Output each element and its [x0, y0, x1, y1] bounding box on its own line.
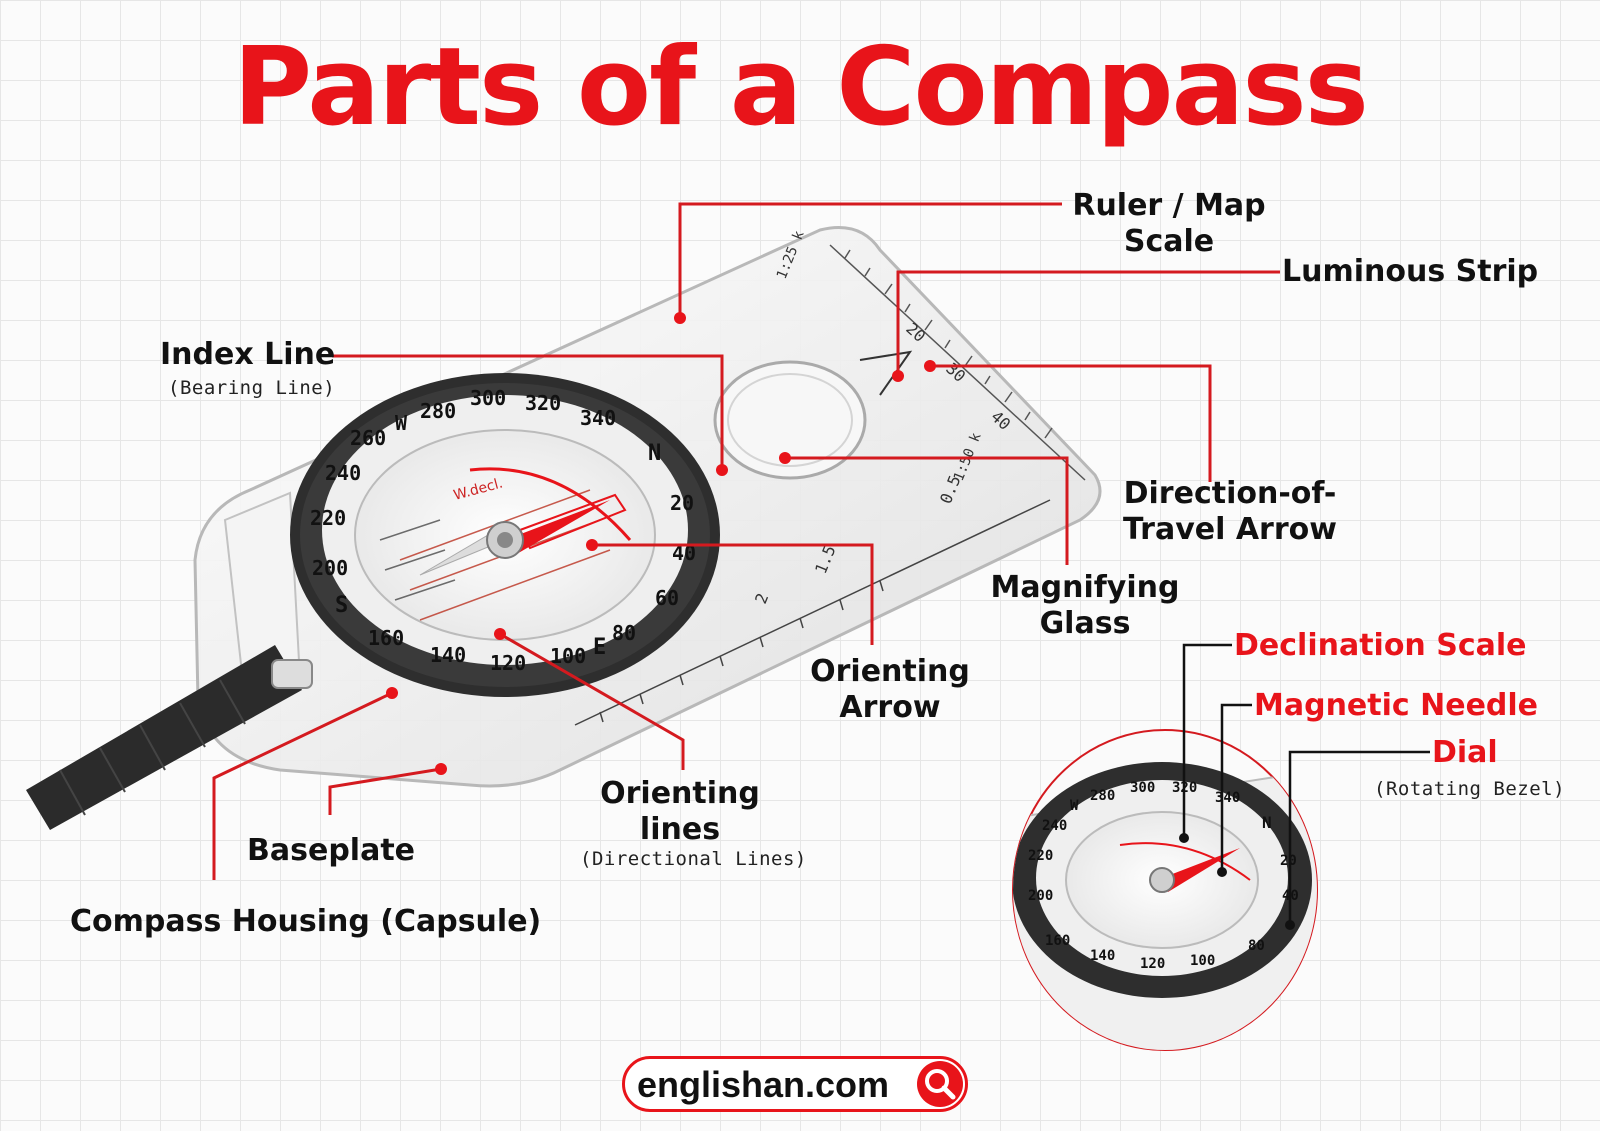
inset-leader-dots — [1179, 833, 1295, 930]
svg-text:100: 100 — [550, 644, 586, 668]
label-baseplate: Baseplate — [247, 833, 416, 868]
svg-text:160: 160 — [368, 626, 404, 650]
svg-text:320: 320 — [525, 391, 561, 415]
inset-leader-lines — [1182, 643, 1430, 925]
svg-text:80: 80 — [1248, 938, 1265, 954]
label-index-line: Index Line — [160, 337, 336, 372]
page-title: Parts of a Compass — [233, 25, 1369, 150]
svg-text:240: 240 — [325, 461, 361, 485]
svg-text:120: 120 — [1140, 956, 1165, 972]
svg-text:140: 140 — [1090, 948, 1115, 964]
svg-text:80: 80 — [612, 621, 636, 645]
label-orienting-lines-sub: (Directional Lines) — [580, 848, 807, 870]
label-orienting-arrow: Orienting Arrow — [810, 654, 970, 725]
svg-text:300: 300 — [470, 386, 506, 410]
svg-text:340: 340 — [580, 406, 616, 430]
lanyard-strap — [26, 645, 313, 830]
svg-text:280: 280 — [420, 399, 456, 423]
label-dial: Dial — [1432, 735, 1498, 770]
svg-text:N: N — [648, 441, 661, 466]
svg-text:240: 240 — [1042, 818, 1067, 834]
svg-text:260: 260 — [350, 426, 386, 450]
svg-text:20: 20 — [670, 491, 694, 515]
zoom-inset: W 280 300 320 340 N 20 40 80 100 120 140… — [1012, 729, 1318, 1051]
svg-text:100: 100 — [1190, 953, 1215, 969]
label-declination-scale: Declination Scale — [1234, 628, 1527, 663]
label-ruler-map-scale: Ruler / Map Scale — [1072, 188, 1266, 259]
leader-dots — [386, 312, 936, 775]
svg-text:300: 300 — [1130, 780, 1155, 796]
svg-text:160: 160 — [1045, 933, 1070, 949]
svg-text:280: 280 — [1090, 788, 1115, 804]
svg-text:120: 120 — [490, 651, 526, 675]
svg-text:220: 220 — [1028, 848, 1053, 864]
svg-text:200: 200 — [1028, 888, 1053, 904]
svg-text:20: 20 — [1280, 853, 1297, 869]
svg-text:N: N — [1262, 813, 1272, 832]
svg-text:W: W — [395, 411, 408, 435]
svg-text:S: S — [335, 593, 348, 618]
search-icon[interactable] — [917, 1061, 963, 1107]
label-dial-sub: (Rotating Bezel) — [1374, 778, 1566, 800]
label-index-line-sub: (Bearing Line) — [168, 377, 336, 399]
svg-text:140: 140 — [430, 643, 466, 667]
label-orienting-lines: Orienting lines — [600, 776, 760, 847]
svg-text:340: 340 — [1215, 790, 1240, 806]
label-direction-of-travel-arrow: Direction-of- Travel Arrow — [1123, 476, 1337, 547]
svg-text:E: E — [593, 635, 606, 660]
svg-text:60: 60 — [655, 586, 679, 610]
label-luminous-strip: Luminous Strip — [1282, 254, 1539, 289]
brand-text: englishan.com — [637, 1064, 890, 1105]
label-magnetic-needle: Magnetic Needle — [1254, 688, 1539, 723]
svg-text:200: 200 — [312, 556, 348, 580]
leader-lines — [212, 202, 1280, 880]
label-magnifying-glass: Magnifying Glass — [990, 570, 1180, 641]
svg-text:W: W — [1070, 798, 1079, 814]
label-compass-housing: Compass Housing (Capsule) — [70, 904, 542, 939]
svg-text:220: 220 — [310, 506, 346, 530]
brand-badge[interactable]: englishan.com — [622, 1056, 968, 1112]
compass-housing: W 280 300 320 340 N 20 40 60 80 E 100 12… — [290, 373, 720, 697]
